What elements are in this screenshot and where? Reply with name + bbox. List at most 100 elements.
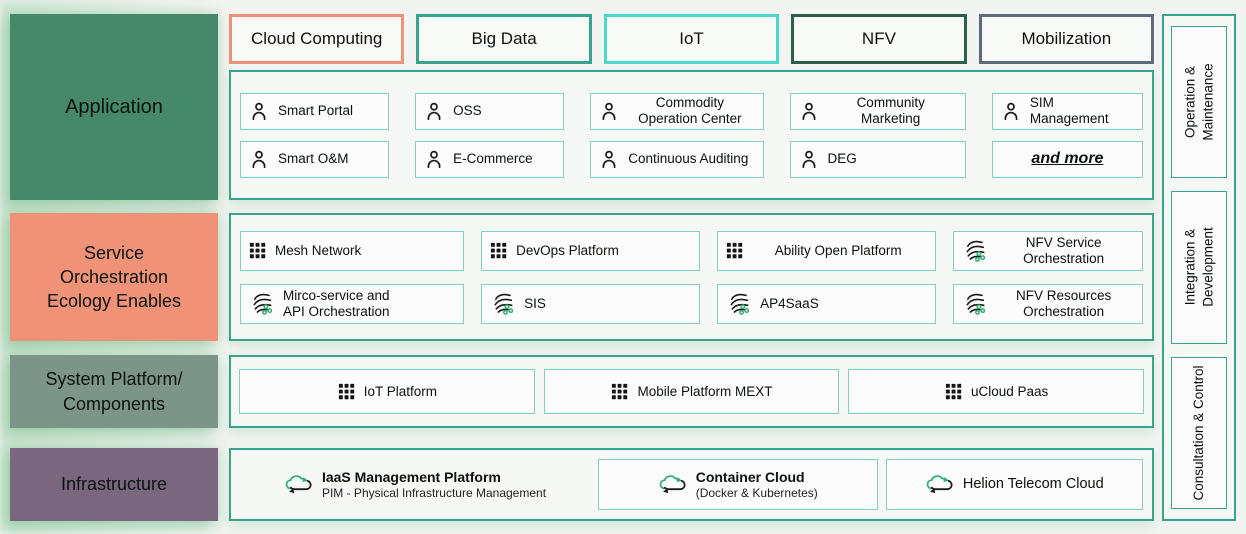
application-item: Commodity Operation Center: [590, 92, 764, 130]
person-icon: [798, 100, 820, 122]
tab-mobilization: Mobilization: [978, 14, 1155, 64]
grid-icon: [610, 382, 629, 401]
application-item: E-Commerce: [415, 140, 565, 178]
person-icon: [423, 100, 445, 122]
service-item-label: Mirco-service and API Orchestration: [283, 287, 390, 319]
application-item-label: Commodity Operation Center: [638, 95, 742, 126]
service-item-label: Ability Open Platform: [774, 242, 902, 258]
service-item: SIS: [481, 283, 701, 324]
application-item-label: OSS: [453, 103, 482, 119]
infrastructure-item-subtitle: PIM - Physical Infrastructure Management: [321, 485, 547, 500]
service-item-label: SIS: [524, 295, 546, 311]
infrastructure-item-text: Helion Telecom Cloud: [963, 476, 1104, 493]
cloud-sync-icon: [284, 472, 314, 497]
application-item-label: and more: [1031, 149, 1104, 167]
flow-icon: [489, 291, 516, 317]
application-item-label: Community Marketing: [856, 95, 925, 126]
tab-big-data: Big Data: [416, 14, 592, 64]
system-item-label: IoT Platform: [363, 383, 437, 399]
cloud-sync-icon: [925, 472, 955, 497]
application-item: SIM Management: [991, 92, 1143, 130]
cloud-sync-icon: [658, 472, 688, 497]
system-platform-panel: IoT Platform Mobile Platform MEXT uCloud P…: [229, 355, 1154, 428]
tab-label: Cloud Computing: [251, 29, 383, 48]
sidebar-cell-integration-development: Integration & Development: [1171, 191, 1227, 344]
tab-label: NFV: [861, 29, 896, 48]
application-item: Smart Portal: [240, 92, 390, 130]
person-icon: [1000, 100, 1022, 122]
application-item-label: E-Commerce: [453, 151, 533, 167]
service-item: NFV Resources Orchestration: [953, 283, 1143, 324]
application-item: Continuous Auditing: [590, 140, 764, 178]
tab-nfv: NFV: [791, 14, 967, 64]
grid-icon: [725, 241, 744, 260]
person-icon: [423, 148, 445, 170]
layer-label-application: Application: [10, 14, 218, 200]
service-item: Mirco-service and API Orchestration: [240, 283, 465, 324]
layer-label-system-platform: System Platform/ Components: [10, 355, 218, 428]
application-item: OSS: [415, 92, 565, 130]
application-item-label: Smart Portal: [278, 103, 354, 119]
sidebar-label-consultation-control: Consultation & Control: [1191, 365, 1207, 501]
grid-icon: [337, 382, 356, 401]
service-item: AP4SaaS: [717, 283, 937, 324]
flow-icon: [248, 291, 275, 317]
application-item: and more: [991, 140, 1143, 178]
tab-cloud-computing: Cloud Computing: [229, 14, 405, 64]
service-item-label: Mesh Network: [275, 242, 362, 258]
layer-label-infrastructure: Infrastructure: [10, 448, 218, 521]
application-item: Smart O&M: [240, 140, 390, 178]
application-item: DEG: [789, 140, 966, 178]
system-item-label: Mobile Platform MEXT: [637, 383, 773, 399]
tab-iot: IoT: [603, 14, 780, 64]
infrastructure-item-title: IaaS Management Platform: [321, 469, 501, 486]
infrastructure-item-subtitle: (Docker & Kubernetes): [695, 485, 818, 500]
person-icon: [598, 148, 620, 170]
infrastructure-item-title: Container Cloud: [695, 469, 805, 486]
application-item: Community Marketing: [789, 92, 966, 130]
service-item: NFV Service Orchestration: [953, 230, 1143, 271]
infrastructure-item-text: Container Cloud(Docker & Kubernetes): [696, 469, 818, 500]
sidebar-label-integration-development: Integration & Development: [1182, 227, 1215, 308]
service-orchestration-panel: Mesh Network DevOps Platform Ability Open …: [229, 213, 1154, 341]
service-item: DevOps Platform: [481, 230, 701, 271]
application-item-label: DEG: [827, 151, 857, 167]
system-item-label: uCloud Paas: [971, 383, 1049, 399]
service-item: Ability Open Platform: [717, 230, 937, 271]
application-panel: Smart Portal OSS Commodity Operation Cente…: [229, 70, 1154, 200]
tab-label: Mobilization: [1021, 29, 1112, 48]
sidebar-label-operation-maintenance: Operation & Maintenance: [1182, 63, 1215, 141]
layer-label-service-orchestration: Service Orchestration Ecology Enables: [10, 213, 218, 341]
tab-label: IoT: [679, 29, 704, 48]
service-item-label: DevOps Platform: [516, 242, 619, 258]
service-item-label: NFV Service Orchestration: [1023, 234, 1105, 266]
person-icon: [248, 100, 270, 122]
system-item: Mobile Platform MEXT: [543, 369, 840, 414]
grid-icon: [248, 241, 267, 260]
flow-icon: [961, 238, 988, 264]
application-item-label: SIM Management: [1029, 95, 1109, 126]
infrastructure-item: Helion Telecom Cloud: [885, 459, 1143, 510]
tab-label: Big Data: [471, 29, 537, 48]
flow-icon: [725, 291, 752, 317]
grid-icon: [944, 382, 963, 401]
application-item-label: Smart O&M: [278, 151, 349, 167]
system-item: uCloud Paas: [848, 369, 1144, 414]
grid-icon: [489, 241, 508, 260]
flow-icon: [961, 291, 988, 317]
sidebar-cell-operation-maintenance: Operation & Maintenance: [1171, 26, 1227, 179]
sidebar-cell-consultation-control: Consultation & Control: [1171, 356, 1227, 509]
person-icon: [798, 148, 820, 170]
service-item: Mesh Network: [240, 230, 465, 271]
infrastructure-item: Container Cloud(Docker & Kubernetes): [597, 459, 878, 510]
infrastructure-item-title: Helion Telecom Cloud: [962, 475, 1104, 492]
person-icon: [248, 148, 270, 170]
person-icon: [598, 100, 620, 122]
service-item-label: AP4SaaS: [760, 295, 819, 311]
application-item-label: Continuous Auditing: [628, 151, 749, 167]
